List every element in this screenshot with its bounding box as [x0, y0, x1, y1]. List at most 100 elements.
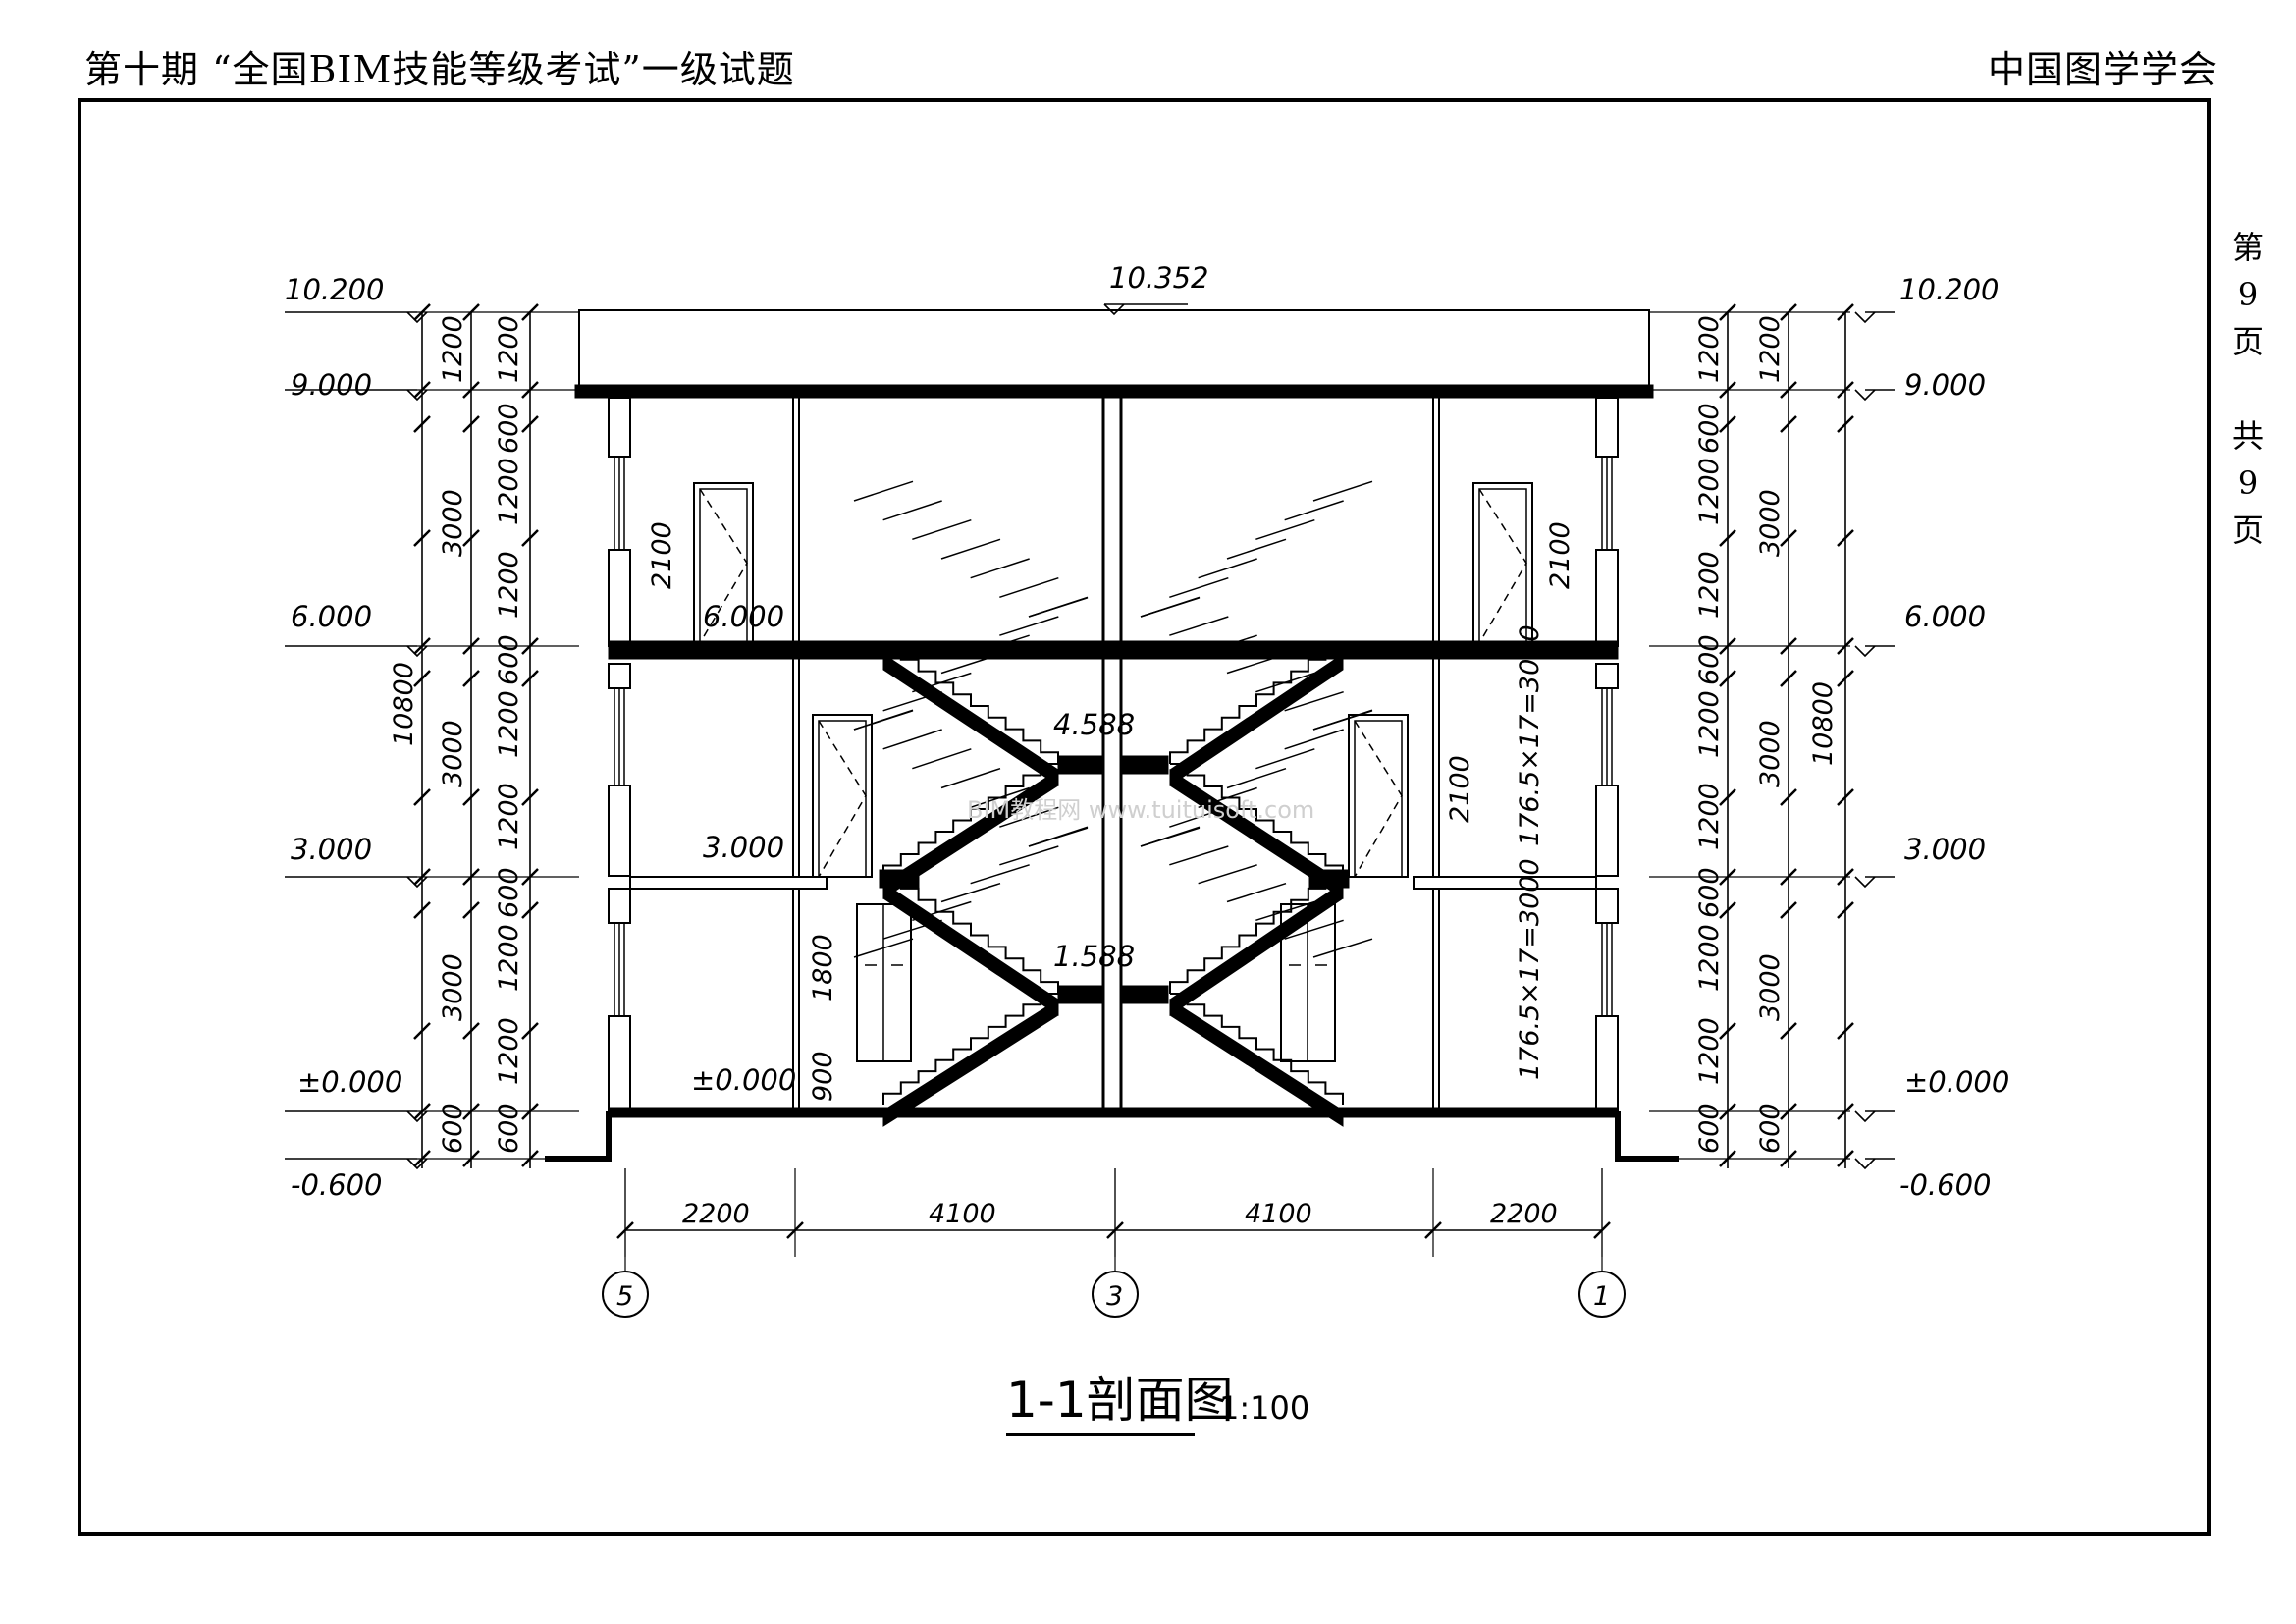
stair-stringer [1169, 653, 1344, 786]
stair-rail [1226, 538, 1287, 560]
detail-dim-left: 600 [494, 1103, 524, 1154]
window-height-dim: 1800 [808, 934, 838, 1001]
stair-rail [999, 616, 1059, 636]
detail-dim-right: 600 [1694, 403, 1725, 454]
door-leaf [1354, 720, 1403, 878]
level-triangle [406, 876, 428, 889]
wall-segment [1595, 1015, 1619, 1112]
page-indicator: 第 9 页 共 9 页 [2228, 224, 2268, 554]
dim-tick [521, 415, 539, 433]
header-organization: 中国图学学会 [1987, 48, 2217, 91]
detail-dim-left: 1200 [494, 315, 524, 383]
level-label-right: 3.000 [1904, 833, 1986, 866]
stair-steps [883, 647, 1059, 764]
door-leaf [818, 720, 867, 878]
level-triangle [406, 1110, 428, 1123]
dim-tick [1719, 415, 1736, 433]
floor-dim-right: 3000 [1755, 489, 1786, 557]
roof-level-triangle [1103, 303, 1125, 316]
detail-dim-left: 1200 [494, 1017, 524, 1085]
stair-rail [1198, 634, 1257, 656]
detail-dim-right: 1200 [1694, 458, 1725, 525]
stair-landing [1308, 869, 1350, 889]
dim-tick [1780, 1022, 1797, 1040]
stair-steps [1169, 876, 1343, 994]
horizontal-dim: 2200 [1490, 1199, 1558, 1229]
wall-segment [1595, 397, 1619, 458]
interior-level-label: 3.000 [703, 831, 784, 864]
detail-dim-left: 600 [494, 634, 524, 685]
dim-tick [1837, 415, 1854, 433]
page-char: 页 [2231, 323, 2264, 360]
floor-slab-1-left [629, 876, 828, 890]
stair-rail [1028, 596, 1089, 618]
stair-flight [853, 709, 1089, 1016]
stair-rail [1226, 653, 1287, 675]
stair-dim: 176.5×17=3000 [1515, 624, 1545, 846]
stair-steps [883, 876, 1059, 994]
door-height-dim: 2100 [647, 521, 677, 589]
stair-rail [882, 729, 942, 750]
level-triangle [406, 1158, 428, 1170]
horizontal-dim: 4100 [1245, 1199, 1312, 1229]
page-char: 第 [2231, 229, 2264, 266]
level-label-right: ±0.000 [1904, 1065, 2009, 1099]
stair-rail [853, 710, 914, 731]
wall-segment [1595, 888, 1619, 924]
wall-segment [1595, 785, 1619, 877]
level-triangle [1854, 389, 1876, 402]
detail-dim-left: 1200 [494, 458, 524, 525]
dim-tick [462, 1022, 480, 1040]
wall-segment [608, 888, 631, 924]
dim-tick [1719, 670, 1736, 687]
floor-dim-left: 3000 [438, 489, 468, 557]
door-height-dim: 2100 [1445, 755, 1475, 823]
stair-steps [882, 993, 1058, 1105]
stair-rail [940, 653, 1001, 675]
door-leaf [699, 488, 748, 644]
dim-tick [1719, 901, 1736, 919]
door-leaf [1478, 488, 1527, 644]
floor-dim-right: 600 [1755, 1103, 1786, 1154]
dim-tick [1837, 788, 1854, 806]
stair-rail [1169, 845, 1229, 866]
stair-rail [853, 938, 914, 958]
wall-segment [608, 397, 631, 458]
sill-height-dim: 900 [808, 1051, 838, 1102]
stair-rail [1312, 710, 1373, 731]
level-label-left: 3.000 [291, 833, 372, 866]
wall-segment [1595, 663, 1619, 689]
detail-dim-left: 1200 [494, 924, 524, 992]
dim-tick [1424, 1221, 1442, 1239]
dim-tick [413, 901, 431, 919]
stair-landing [879, 869, 920, 889]
dim-tick [1837, 670, 1854, 687]
level-label-right: 9.000 [1904, 368, 1986, 402]
stair-rail [940, 538, 1001, 560]
stair-rail [1284, 690, 1344, 712]
dim-tick [413, 529, 431, 547]
header-exam-title: 第十期 “全国BIM技能等级考试”一级试题 [84, 48, 795, 91]
stair-flight [1140, 827, 1373, 1127]
dim-tick [1780, 788, 1797, 806]
stair-rail [1198, 864, 1257, 885]
floor-dim-left: 3000 [438, 953, 468, 1021]
level-label-left: 6.000 [291, 600, 372, 633]
detail-dim-right: 1200 [1694, 1017, 1725, 1085]
axis-bubble [1578, 1271, 1626, 1318]
dim-tick [521, 901, 539, 919]
level-triangle [1854, 311, 1876, 324]
stair-rail [1226, 882, 1287, 903]
door-frame [1472, 482, 1533, 644]
level-triangle [1854, 1110, 1876, 1123]
detail-dim-right: 1200 [1694, 924, 1725, 992]
stair-rail [1284, 919, 1344, 940]
level-label-right: 6.000 [1904, 600, 1986, 633]
dim-tick [1719, 1022, 1736, 1040]
interior-level-label: ±0.000 [691, 1063, 796, 1097]
level-triangle [1854, 1158, 1876, 1170]
dim-tick [786, 1221, 804, 1239]
door-swing [818, 720, 867, 878]
roof-level-label: 10.352 [1109, 261, 1208, 295]
stair-rail [1169, 616, 1229, 636]
